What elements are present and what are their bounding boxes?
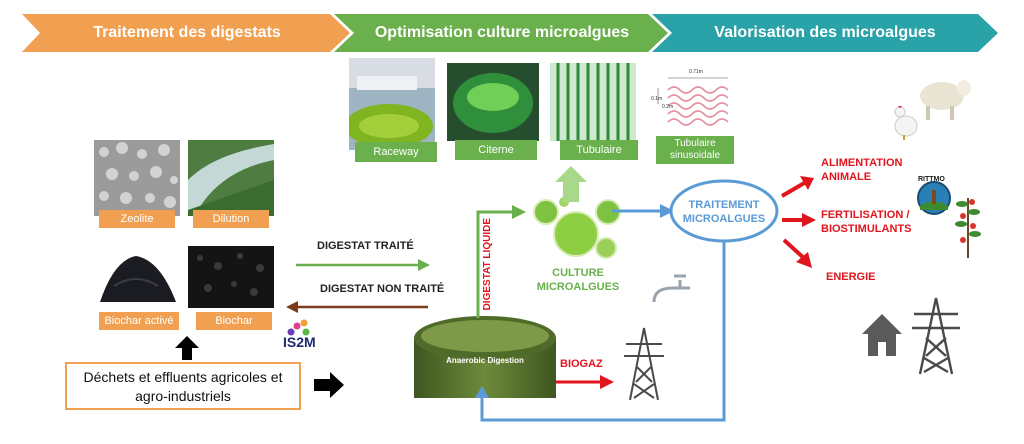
- citerne-photo: [447, 63, 539, 141]
- tubulaire-label: Tubulaire: [560, 140, 638, 160]
- banner-step3-shape: [652, 14, 998, 52]
- culture-to-traitement-arrow: [612, 204, 674, 218]
- banner-step1: Traitement des digestats: [93, 24, 281, 41]
- rittmo-logo: [917, 181, 951, 215]
- zeolite-label: Zeolite: [99, 210, 175, 228]
- digestat-liquide-arrow: [476, 205, 526, 318]
- digestat-traite-arrow: [296, 259, 430, 271]
- raceway-label: Raceway: [355, 142, 437, 162]
- banner-step3: Valorisation des microalgues: [714, 24, 936, 41]
- plant-icon: [955, 198, 981, 258]
- anaerobic-digester: [414, 316, 556, 398]
- output-energie: ENERGIE: [826, 271, 876, 283]
- biochar-active-label: Biochar activé: [99, 312, 179, 330]
- sheep-icon: [920, 80, 971, 120]
- culture-microalgues-label: CULTURE MICROALGUES: [536, 267, 620, 293]
- traitement-microalgues-label: TRAITEMENT MICROALGUES: [682, 199, 766, 225]
- raceway-photo: [349, 58, 435, 150]
- digestat-non-traite-label: DIGESTAT NON TRAITÉ: [320, 283, 445, 295]
- tubulaire-photo: [550, 63, 636, 141]
- return-loop-arrow: [475, 240, 726, 422]
- biochar-active-photo: [94, 246, 180, 308]
- biochar-label: Biochar: [196, 312, 272, 330]
- biochar-photo: [188, 246, 274, 308]
- house-icon: [862, 314, 902, 356]
- banner-step2-shape: [334, 14, 668, 52]
- tubulaire-sinusoidale-drawing: [650, 70, 736, 138]
- dim-depth: 0.2m: [662, 104, 674, 110]
- tubulaire-sinusoidale-label: Tubulaire sinusoidale: [656, 136, 734, 164]
- zeolite-photo: [94, 140, 180, 216]
- power-pylon-icon: [624, 327, 664, 401]
- is2m-logo: IS2M: [283, 334, 316, 350]
- output-alimentation-text: ALIMENTATION ANIMALE: [821, 157, 903, 183]
- banner-step2: Optimisation culture microalgues: [374, 24, 630, 41]
- output-fertilisation: FERTILISATION / BIOSTIMULANTS: [821, 209, 912, 235]
- banner-arrows: [22, 14, 998, 52]
- rittmo-label: RITTMO: [918, 176, 945, 183]
- chicken-icon: [894, 106, 918, 140]
- dilution-photo: [188, 140, 274, 216]
- up-arrow-green-icon: [555, 166, 587, 202]
- digester-label: Anaerobic Digestion: [446, 356, 524, 365]
- dim-height: 0.1m: [651, 96, 663, 102]
- arrow-alimentation: [780, 176, 814, 198]
- citerne-label: Citerne: [455, 140, 537, 160]
- arrow-fertilisation: [782, 213, 816, 227]
- output-alimentation: ALIMENTATION ANIMALE: [821, 156, 907, 184]
- banner-step1-shape: [22, 14, 350, 52]
- power-pylon-icon-2: [912, 297, 960, 375]
- is2m-logo-dots: [287, 319, 310, 336]
- right-arrow-icon: [314, 372, 344, 398]
- up-arrow-icon: [175, 336, 199, 360]
- biogaz-arrow: [556, 375, 614, 389]
- digestat-traite-label: DIGESTAT TRAITÉ: [317, 240, 414, 252]
- source-box: Déchets et effluents agricoles et agro-i…: [65, 362, 301, 410]
- water-tap-icon: [652, 274, 690, 303]
- arrow-energie: [782, 238, 812, 268]
- biogaz-label: BIOGAZ: [560, 358, 603, 370]
- digestat-non-traite-arrow: [286, 301, 428, 313]
- dilution-label: Dilution: [193, 210, 269, 228]
- dim-width: 0.71m: [689, 69, 703, 75]
